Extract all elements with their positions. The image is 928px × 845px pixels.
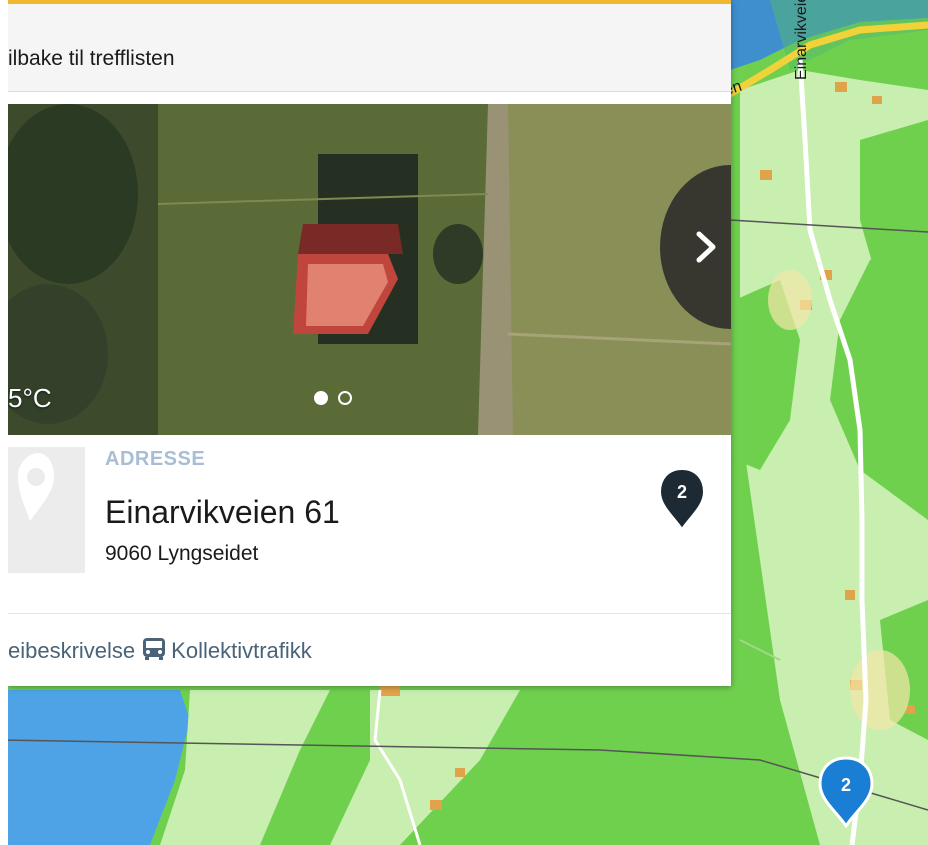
map-road-label: Einarvikveien <box>793 0 810 80</box>
result-detail-panel: ilbake til trefflisten 5°C <box>8 0 731 686</box>
panel-header: ilbake til trefflisten <box>8 0 731 92</box>
carousel-dots <box>314 391 358 409</box>
back-to-results-link[interactable]: ilbake til trefflisten <box>8 47 175 70</box>
bus-icon <box>143 638 166 660</box>
location-pin-icon <box>18 453 54 521</box>
result-thumbnail <box>8 447 85 573</box>
temperature-label: 5°C <box>8 383 52 413</box>
result-category: ADRESSE <box>105 448 206 470</box>
left-edge <box>0 0 8 845</box>
aerial-photo-carousel[interactable]: 5°C <box>8 104 731 435</box>
result-address: Einarvikveien 61 <box>105 494 340 530</box>
result-actions: eibeskrivelse Kollektivtrafikk <box>8 637 312 664</box>
actions-divider <box>8 613 731 614</box>
aerial-photo <box>8 104 731 435</box>
result-marker-badge: 2 <box>658 467 706 531</box>
map-marker-number: 2 <box>841 775 851 795</box>
carousel-dot-2[interactable] <box>338 391 353 405</box>
result-marker-number: 2 <box>677 482 687 502</box>
transit-link[interactable]: Kollektivtrafikk <box>171 638 312 663</box>
chevron-right-icon <box>696 231 716 263</box>
result-postcode-city: 9060 Lyngseidet <box>105 542 259 565</box>
directions-link[interactable]: eibeskrivelse <box>8 638 136 663</box>
map-result-marker[interactable]: 2 <box>817 756 875 828</box>
carousel-dot-1[interactable] <box>314 391 328 405</box>
